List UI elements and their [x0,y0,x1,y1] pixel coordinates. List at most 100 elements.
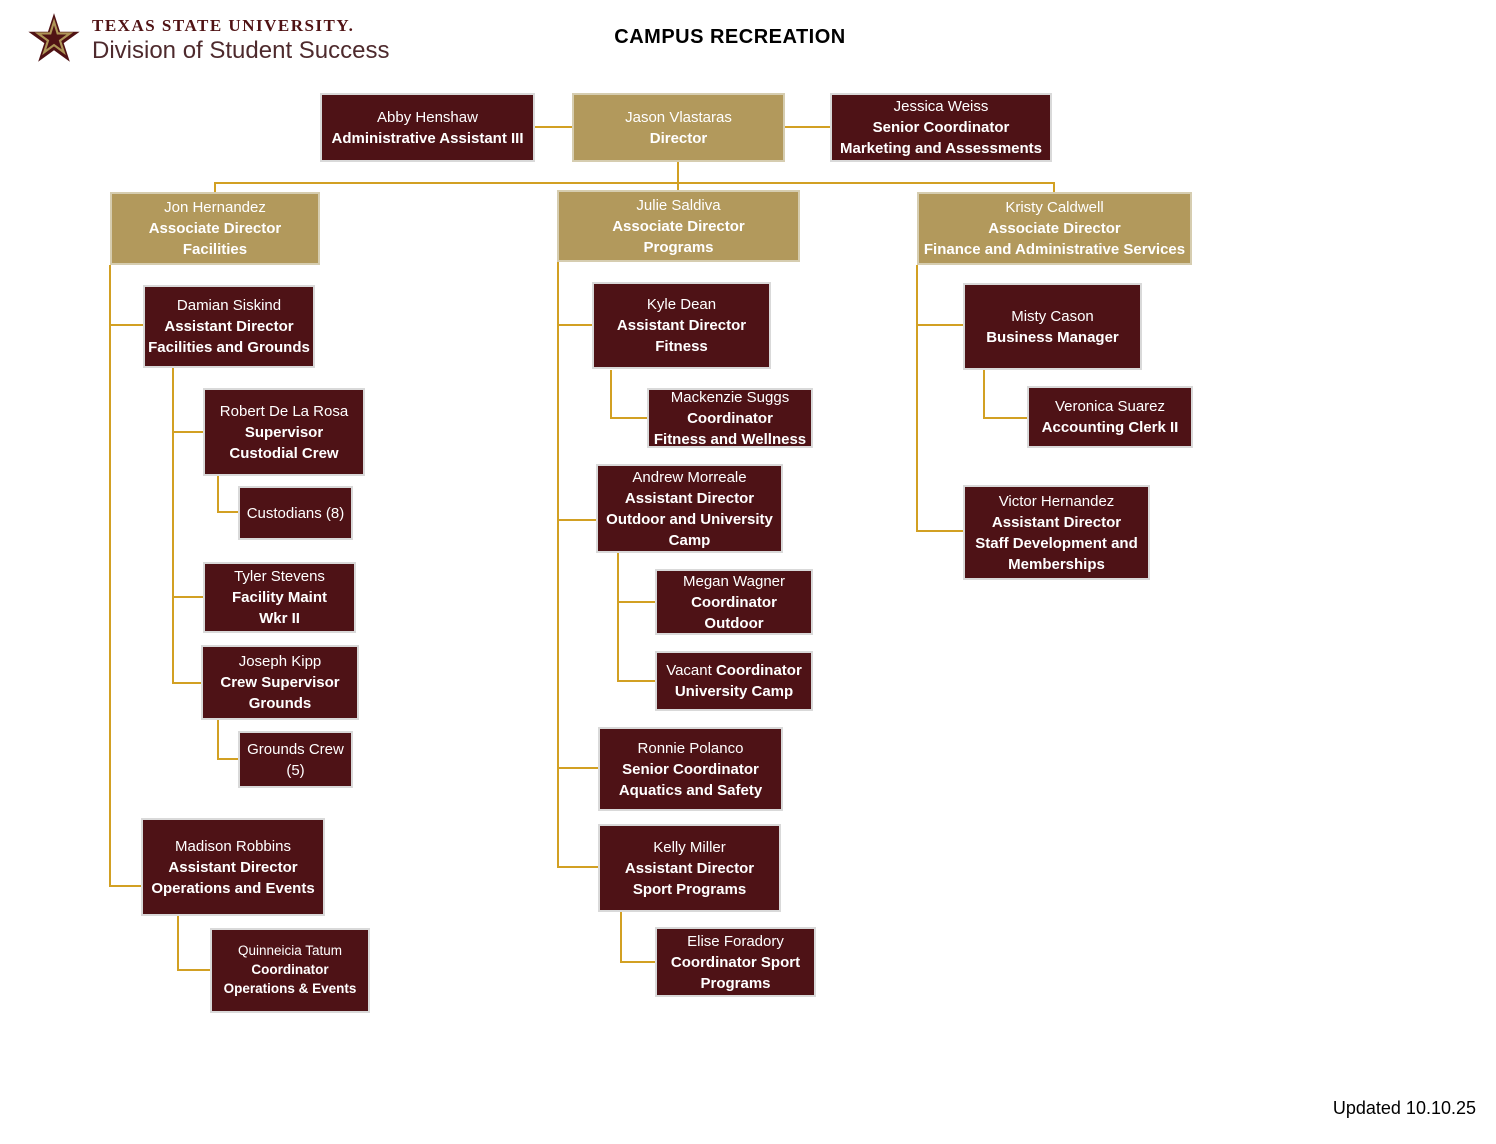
connector [785,126,830,128]
person-name: Jon Hernandez [164,199,266,216]
person-name: Madison Robbins [175,837,291,855]
logo-division-name: Division of Student Success [92,36,390,64]
connector [1053,183,1055,192]
org-node-julie-saldiva: Julie Saldiva Associate Director Program… [557,190,800,262]
page-title: CAMPUS RECREATION [614,26,846,48]
person-title: Wkr II [259,610,300,627]
person-name: Elise Foradory [687,932,784,950]
connector [677,183,679,190]
person-title: Coordinator Sport Programs [670,953,801,992]
person-title: Associate Director [612,217,745,235]
person-name: Ronnie Polanco [637,739,744,757]
person-title: Outdoor and University Camp [606,510,773,549]
connector [177,916,179,971]
person-title: Aquatics and Safety [618,781,763,799]
org-node-veronica-suarez: Veronica Suarez Accounting Clerk II [1027,386,1193,448]
connector [620,961,655,963]
org-node-joseph-kipp: Joseph Kipp Crew Supervisor Grounds [201,645,359,720]
person-title: University Camp [674,683,794,700]
person-title: Assistant Director [991,513,1122,531]
org-node-tyler-stevens: Tyler Stevens Facility Maint Wkr II [203,562,356,633]
person-title: Marketing and Assessments [839,140,1043,157]
org-node-elise-foradory: Elise Foradory Coordinator Sport Program… [655,927,816,997]
connector [557,262,559,868]
person-title: Custodial Crew [229,444,339,462]
connector [617,680,655,682]
person-title: Director [649,129,708,147]
person-name: Jason Vlastaras [625,108,732,126]
person-title: Crew Supervisor [220,674,340,691]
updated-date: Updated 10.10.25 [1332,1098,1476,1118]
connector [217,758,238,760]
person-title: Coordinator [691,593,777,611]
person-title: Supervisor [244,423,324,441]
org-node-vacant-coordinator: Vacant Coordinator University Camp [655,651,813,711]
person-title: Finance and Administrative Services [923,241,1186,258]
person-title: Assistant Director [624,489,755,507]
connector [535,126,572,128]
person-title: Outdoor [704,614,764,632]
org-node-jon-hernandez: Jon Hernandez Associate Director Facilit… [110,192,320,265]
connector [617,553,619,682]
connector [109,265,111,887]
group-count: (5) [286,761,305,779]
org-node-jessica-weiss: Jessica Weiss Senior Coordinator Marketi… [830,93,1052,162]
connector [916,530,963,532]
connector [610,370,612,419]
person-name: Robert De La Rosa [219,402,349,420]
vacancy-line: Vacant Coordinator [666,660,802,681]
person-name: Damian Siskind [176,297,282,314]
person-name: Tyler Stevens [234,568,325,585]
person-title: Staff Development and Memberships [975,534,1138,573]
person-title: Facilities and Grounds [148,339,310,356]
group-label: Grounds Crew [247,740,344,758]
person-title: Business Manager [986,328,1119,346]
texas-state-star-icon [28,13,80,62]
person-title: Facility Maint [231,589,328,606]
connector [620,912,622,963]
connector [177,969,210,971]
person-name: Megan Wagner [683,572,785,590]
person-title: Coordinator [251,962,329,978]
person-name: Joseph Kipp [238,653,322,670]
connector [217,720,219,760]
person-title: Operations and Events [151,879,315,897]
connector [557,866,598,868]
person-name: Andrew Morreale [632,468,747,486]
connector [172,431,203,433]
org-node-andrew-morreale: Andrew Morreale Assistant Director Outdo… [596,464,783,553]
connector [983,417,1027,419]
connector [172,596,203,598]
person-title: Assistant Director [164,318,294,335]
person-name: Julie Saldiva [636,196,721,214]
org-node-jason-vlastaras: Jason Vlastaras Director [572,93,785,162]
person-title: Coordinator [715,662,802,679]
person-title: Fitness and Wellness [653,430,807,448]
connector [677,162,679,183]
person-name: Kristy Caldwell [1005,199,1104,216]
org-node-megan-wagner: Megan Wagner Coordinator Outdoor [655,569,813,635]
person-name: Misty Cason [1011,307,1094,325]
org-node-grounds-crew: Grounds Crew (5) [238,731,353,788]
connector [172,368,174,684]
connector [610,417,647,419]
person-title: Assistant Director [624,859,755,877]
connector [557,519,596,521]
org-node-victor-hernandez: Victor Hernandez Assistant Director Staf… [963,485,1150,580]
person-title: Senior Coordinator [872,119,1010,136]
connector [617,601,655,603]
org-node-misty-cason: Misty Cason Business Manager [963,283,1142,370]
org-node-kelly-miller: Kelly Miller Assistant Director Sport Pr… [598,824,781,912]
person-title: Administrative Assistant III [331,129,524,147]
vacancy-label: Vacant [666,662,712,679]
person-title: Assistant Director [616,317,747,334]
university-logo: TEXAS STATE UNIVERSITY. Division of Stud… [26,12,389,68]
logo-university-name: TEXAS STATE UNIVERSITY. [92,15,355,35]
connector [214,182,1055,184]
org-node-madison-robbins: Madison Robbins Assistant Director Opera… [141,818,325,916]
connector [217,511,238,513]
person-title: Operations & Events [223,980,357,996]
person-name: Kyle Dean [646,296,717,313]
person-title: Associate Director [988,220,1121,237]
